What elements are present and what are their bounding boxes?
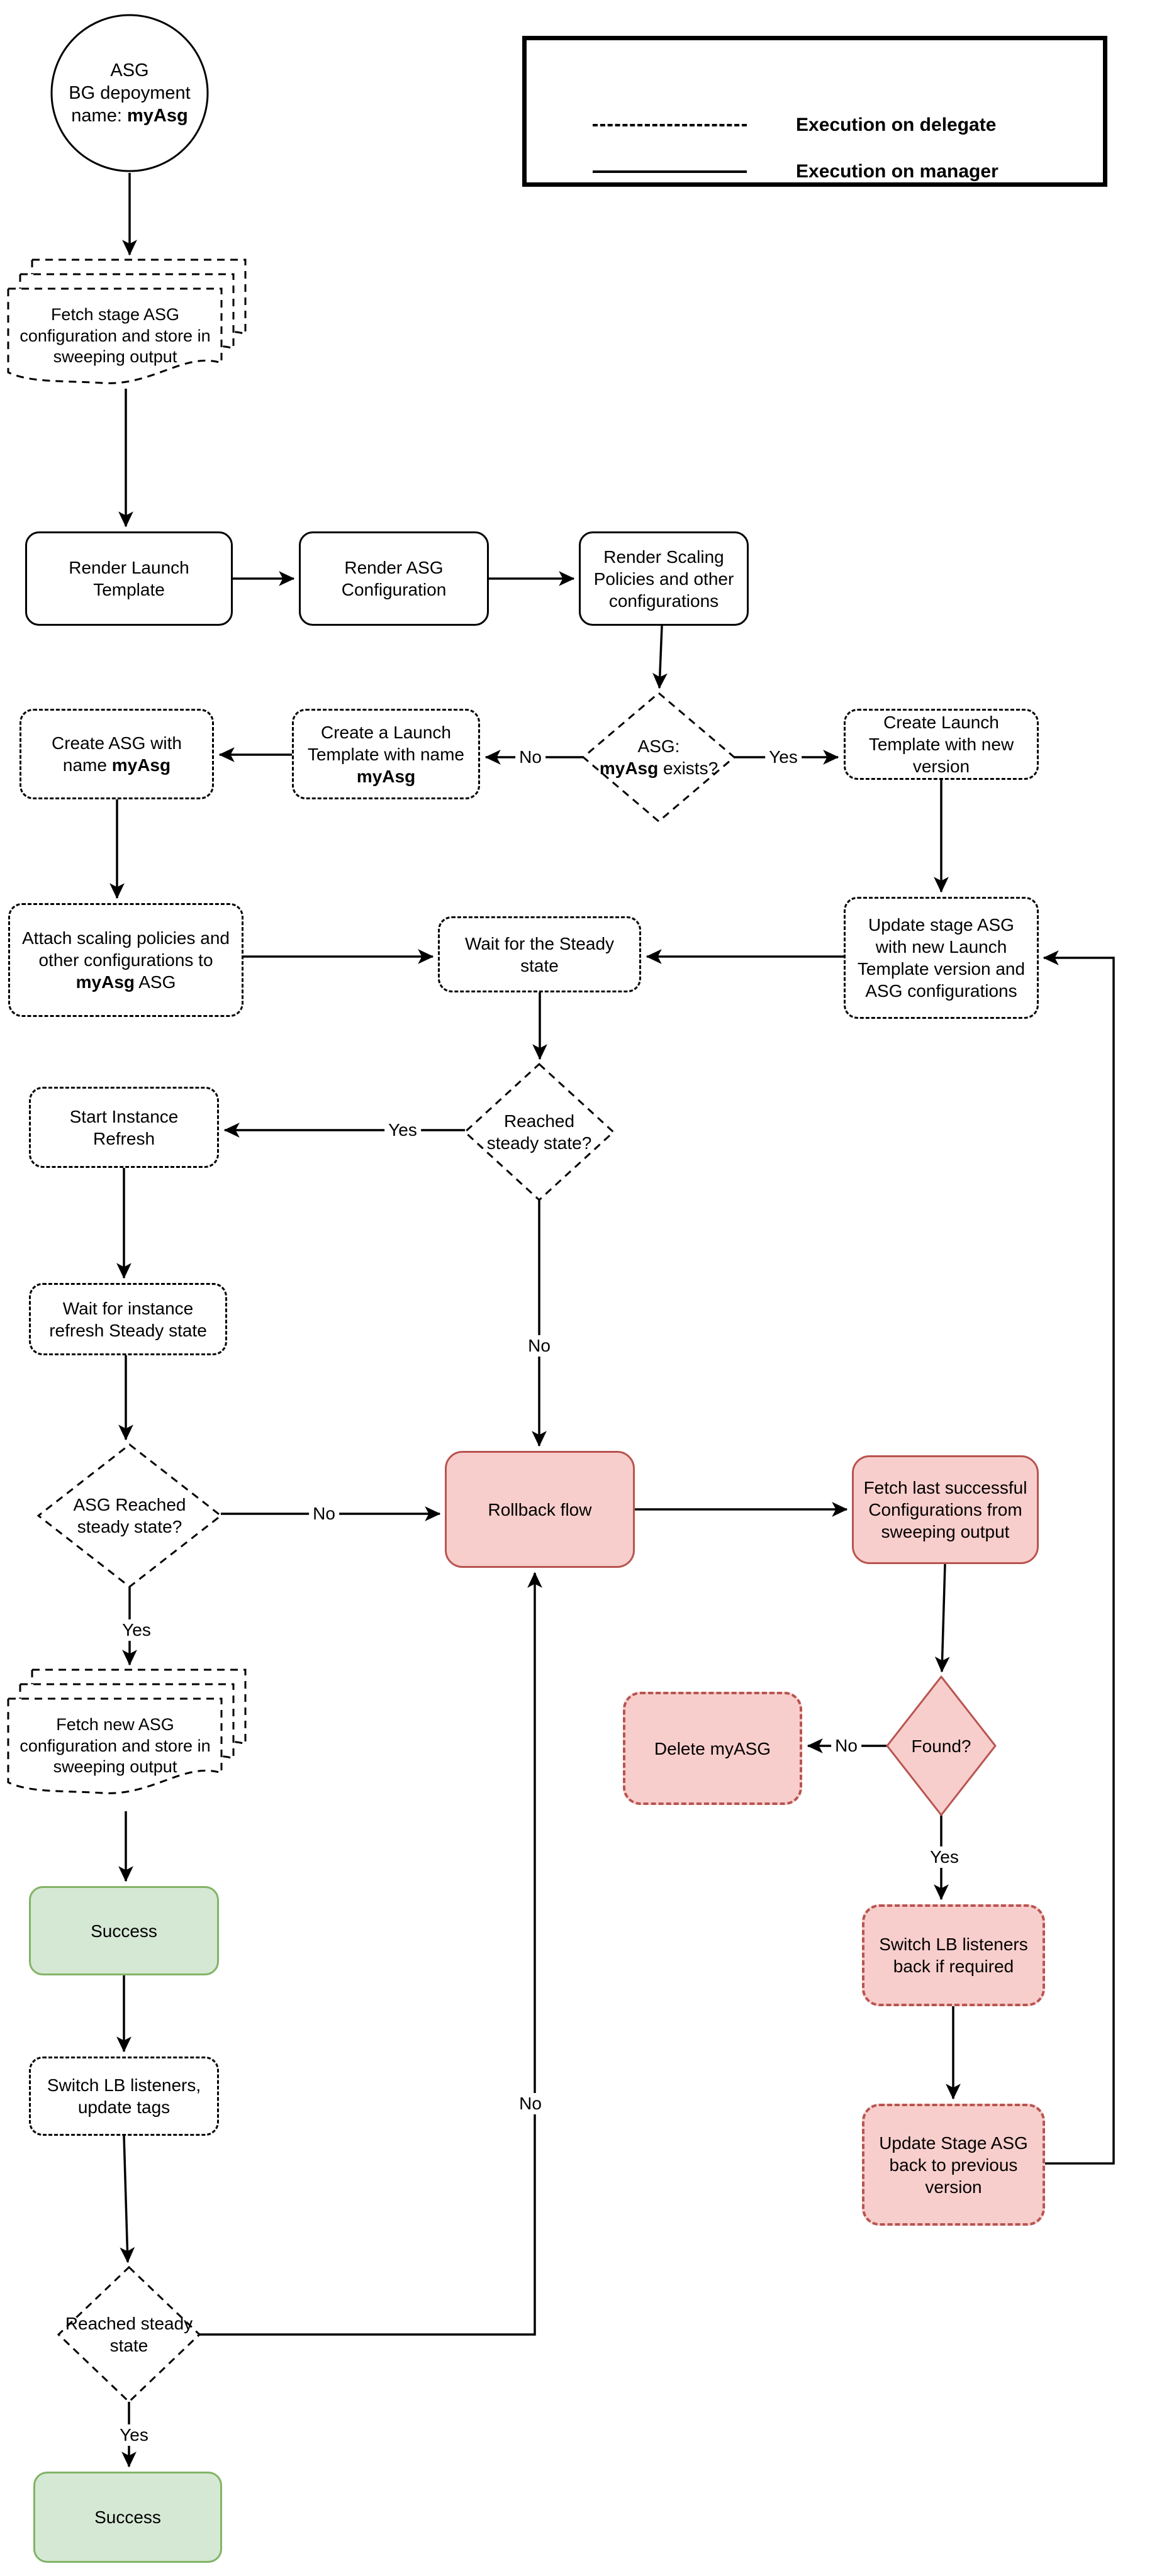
success-node-1: Success: [29, 1886, 219, 1975]
update-stage-asg-node: Update stage ASG with new Launch Templat…: [844, 897, 1039, 1019]
edge-label-no: No: [309, 1503, 339, 1524]
reached-steady2-label: Reached steady state: [65, 2314, 193, 2355]
dashed-line-sample: [593, 124, 747, 126]
edge-reached2-no-to-rollback: [199, 1572, 542, 2336]
fetch-last-successful-node: Fetch last successful Configurations fro…: [852, 1455, 1039, 1564]
reached-steady1-label: Reached steady state?: [486, 1111, 592, 1153]
legend-row-manager: Execution on manager: [593, 161, 998, 182]
reached-steady2-diamond: [57, 2265, 201, 2404]
start-node-label: ASG BG depoyment name: myAsg: [69, 60, 191, 126]
switch-lb-back-node: Switch LB listeners back if required: [862, 1904, 1045, 2006]
switch-lb-listeners-node: Switch LB listeners, update tags: [29, 2057, 219, 2136]
edge-label-no: No: [831, 1735, 861, 1757]
render-asg-configuration-node: Render ASG Configuration: [299, 531, 489, 626]
edge-label-no: No: [515, 747, 545, 768]
start-instance-refresh-node: Start Instance Refresh: [29, 1087, 219, 1168]
fetch-new-label: Fetch new ASG configuration and store in…: [20, 1714, 211, 1777]
fetch-stage-label: Fetch stage ASG configuration and store …: [20, 304, 211, 367]
edge-label-yes: Yes: [116, 2424, 152, 2446]
delete-myasg-node: Delete myASG: [623, 1692, 802, 1805]
asg-reached-steady-diamond: [36, 1443, 223, 1588]
create-launch-template-new-version-node: Create Launch Template with new version: [844, 709, 1039, 780]
rollback-flow-node: Rollback flow: [445, 1451, 635, 1568]
edge-fetch-last-to-found: [934, 1563, 950, 1673]
success-node-2: Success: [33, 2472, 222, 2563]
found-label: Found?: [911, 1736, 971, 1756]
fetch-new-multidoc: [7, 1668, 247, 1794]
attach-scaling-policies-node: Attach scaling policies and other config…: [8, 903, 243, 1017]
reached-steady1-diamond: [463, 1062, 615, 1202]
wait-instance-refresh-node: Wait for instance refresh Steady state: [29, 1283, 227, 1355]
legend-label: Execution on manager: [796, 161, 998, 182]
create-launch-template-named-node: Create a Launch Template with name myAsg: [292, 709, 480, 799]
update-stage-asg-back-node: Update Stage ASG back to previous versio…: [862, 2104, 1045, 2226]
render-scaling-policies-node: Render Scaling Policies and other config…: [579, 531, 749, 626]
legend-row-delegate: Execution on delegate: [593, 114, 996, 136]
edge-label-yes: Yes: [765, 747, 802, 768]
wait-steady-state-node: Wait for the Steady state: [438, 916, 641, 992]
edge-label-yes: Yes: [926, 1846, 963, 1868]
edge-label-no: No: [524, 1335, 554, 1357]
edge-label-yes: Yes: [118, 1619, 155, 1641]
edge-render-scaling-to-asg-exists: [652, 625, 668, 689]
asg-exists-diamond: [581, 692, 736, 823]
asg-exists-label: ASG: myAsg exists?: [599, 736, 719, 778]
start-circle: [50, 14, 209, 172]
legend-label: Execution on delegate: [796, 114, 997, 135]
fetch-stage-multidoc: [7, 258, 247, 384]
solid-line-sample: [593, 170, 747, 173]
asg-reached-steady-label: ASG Reached steady state?: [73, 1495, 186, 1536]
edge-switch-lb-to-reached2: [120, 2135, 135, 2263]
edge-label-no: No: [515, 2093, 545, 2114]
edge-label-yes: Yes: [384, 1119, 421, 1141]
create-asg-node: Create ASG with name myAsg: [20, 709, 214, 799]
render-launch-template-node: Render Launch Template: [25, 531, 233, 626]
found-diamond: [886, 1675, 997, 1816]
legend: Execution on delegate Execution on manag…: [522, 36, 1107, 187]
edge-update-back-to-update-stage: [1043, 950, 1115, 2165]
